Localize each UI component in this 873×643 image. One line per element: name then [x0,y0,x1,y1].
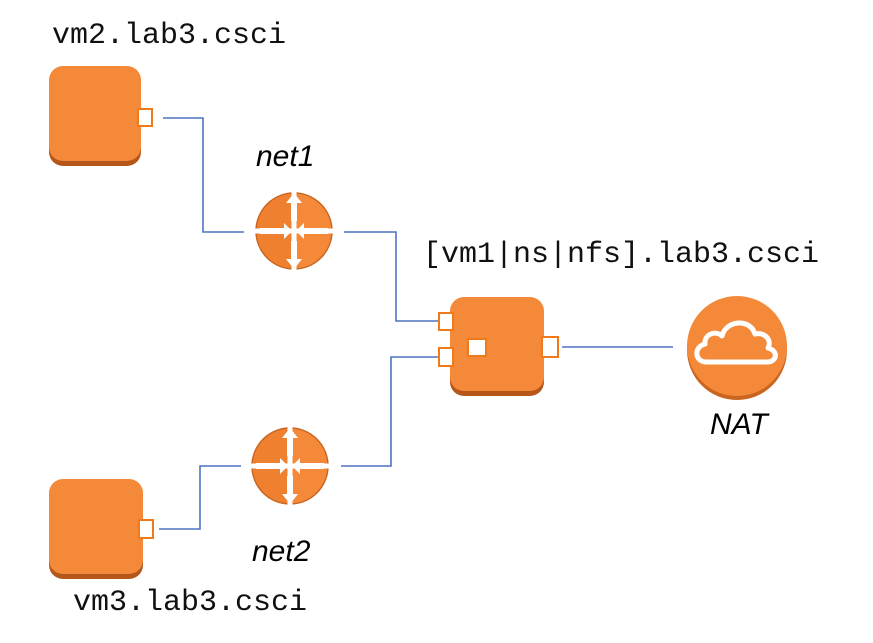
connection-net1-vm1 [344,231,440,322]
vm-instance-icon [49,66,153,166]
port [541,336,559,358]
node-net2[interactable]: net2 [249,425,331,568]
node-vm1[interactable]: [vm1|ns|nfs].lab3.csci [423,238,819,396]
cloud-icon [687,296,787,400]
port [138,519,154,539]
router-icon [253,190,335,272]
node-label-nat: NAT [710,408,770,441]
node-vm2[interactable]: vm2.lab3.csci [49,19,286,166]
node-nat[interactable]: NAT [687,296,787,441]
node-vm3[interactable]: vm3.lab3.csci [49,479,307,620]
port [467,338,487,357]
port [137,108,153,127]
node-label-net2: net2 [252,535,311,568]
connection-vm2-net1 [163,117,244,233]
connection-vm3-net2 [159,465,241,530]
vm-instance-icon [49,479,154,579]
port [438,312,454,331]
port [438,347,454,367]
node-label-net1: net1 [256,140,314,173]
node-net1[interactable]: net1 [253,140,335,272]
node-label-vm2: vm2.lab3.csci [52,19,286,53]
router-icon [249,425,331,507]
node-label-vm1: [vm1|ns|nfs].lab3.csci [423,238,819,272]
vm-instance-icon [438,297,559,396]
connection-net2-vm1 [341,356,440,467]
node-label-vm3: vm3.lab3.csci [73,586,307,620]
